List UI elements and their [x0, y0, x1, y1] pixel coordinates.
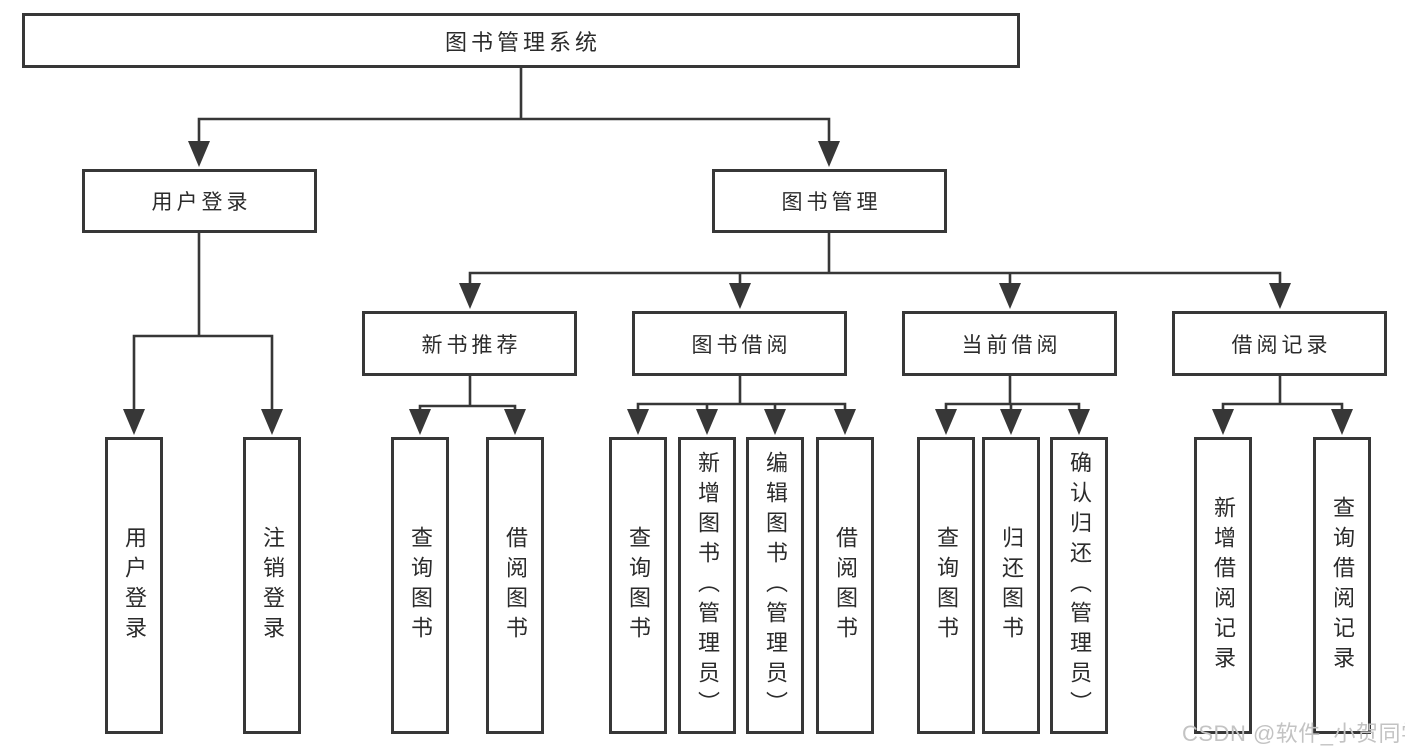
leaf-borrowing-borrow-books: 借阅图书: [816, 437, 874, 734]
arrowhead-icon: [1000, 409, 1022, 435]
arrowhead-icon: [459, 283, 481, 309]
node-current-borrowing: 当前借阅: [902, 311, 1117, 376]
arrowhead-icon: [935, 409, 957, 435]
connector-borrowing-children: [627, 374, 856, 435]
arrowhead-icon: [818, 141, 840, 167]
leaf-borrowing-add-books-admin: 新增图书（管理员）: [678, 437, 736, 734]
node-book-borrowing: 图书借阅: [632, 311, 847, 376]
leaf-current-query-books: 查询图书: [917, 437, 975, 734]
leaf-borrowing-query-books: 查询图书: [609, 437, 667, 734]
leaf-records-query-record: 查询借阅记录: [1313, 437, 1371, 734]
node-new-book-recommend: 新书推荐: [362, 311, 577, 376]
node-user-login-group: 用户登录: [82, 169, 317, 233]
arrowhead-icon: [1331, 409, 1353, 435]
node-book-management: 图书管理: [712, 169, 947, 233]
connector-login-children: [123, 231, 283, 435]
connector-management-to-level3: [459, 231, 1291, 309]
leaf-borrowing-edit-books-admin: 编辑图书（管理员）: [746, 437, 804, 734]
leaf-recommend-borrow-books: 借阅图书: [486, 437, 544, 734]
leaf-user-login: 用户登录: [105, 437, 163, 734]
arrowhead-icon: [834, 409, 856, 435]
connector-current-children: [935, 374, 1090, 435]
connector-records-children: [1212, 374, 1353, 435]
connector-recommend-children: [409, 374, 526, 435]
arrowhead-icon: [1068, 409, 1090, 435]
arrowhead-icon: [409, 409, 431, 435]
connector-root-to-level2: [188, 66, 840, 167]
arrowhead-icon: [627, 409, 649, 435]
leaf-current-return-books: 归还图书: [982, 437, 1040, 734]
leaf-records-add-record: 新增借阅记录: [1194, 437, 1252, 734]
arrowhead-icon: [261, 409, 283, 435]
node-library-system: 图书管理系统: [22, 13, 1020, 68]
leaf-logout: 注销登录: [243, 437, 301, 734]
leaf-current-confirm-return-admin: 确认归还（管理员）: [1050, 437, 1108, 734]
arrowhead-icon: [729, 283, 751, 309]
watermark: CSDN @软件_小贺同学: [1182, 721, 1405, 746]
arrowhead-icon: [1212, 409, 1234, 435]
arrowhead-icon: [123, 409, 145, 435]
leaf-recommend-query-books: 查询图书: [391, 437, 449, 734]
arrowhead-icon: [1269, 283, 1291, 309]
arrowhead-icon: [999, 283, 1021, 309]
node-borrowing-records: 借阅记录: [1172, 311, 1387, 376]
arrowhead-icon: [188, 141, 210, 167]
arrowhead-icon: [696, 409, 718, 435]
arrowhead-icon: [504, 409, 526, 435]
arrowhead-icon: [764, 409, 786, 435]
